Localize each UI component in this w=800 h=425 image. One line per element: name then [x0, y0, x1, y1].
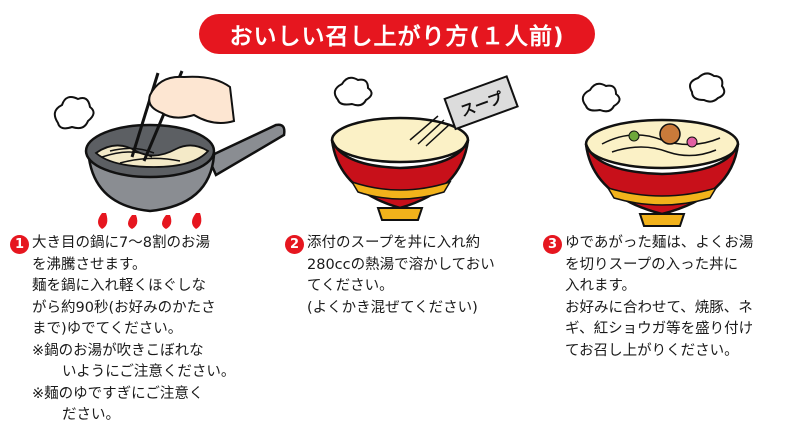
step-line: ※麺のゆですぎにご注意く	[32, 385, 204, 402]
step-line: てください。	[307, 278, 394, 294]
chashu-icon	[659, 123, 681, 145]
step-line: 添付のスープを丼に入れ約	[307, 235, 481, 251]
step-1-text: 大き目の鍋に7～8割のお湯 を沸騰させます。 麺を鍋に入れ軽くほぐしな がら約9…	[32, 233, 235, 425]
steam-icon	[53, 96, 95, 130]
step-number-badge: 1	[10, 235, 29, 254]
steam-icon	[333, 76, 373, 107]
step-line: お好みに合わせて、焼豚、ネ	[565, 299, 753, 316]
illustration-boil-noodles	[40, 65, 290, 230]
step-2-text: 添付のスープを丼に入れ約 280ccの熱湯で溶かしておい てください。 (よくか…	[307, 233, 495, 319]
step-line: ※鍋のお湯が吹きこぼれな	[32, 342, 204, 359]
bowl-soup-illustration: スープ	[330, 75, 519, 221]
step-line: いようにご注意ください。	[62, 364, 236, 380]
step-line: を切りスープの入った丼に	[565, 256, 739, 273]
ramen-bowl-illustration	[581, 72, 740, 227]
step-line: 280ccの熱湯で溶かしておい	[307, 256, 495, 273]
steam-icon	[689, 72, 726, 103]
illustration-prepare-soup: スープ	[318, 70, 528, 230]
steam-icon	[581, 82, 621, 113]
step-line: 大き目の鍋に7～8割のお湯	[32, 235, 210, 251]
illustration-serve-ramen	[572, 72, 752, 232]
page-title: おいしい召し上がり方(１人前)	[229, 24, 565, 50]
step-number-badge: 3	[543, 235, 562, 254]
step-line: を沸騰させます。	[32, 256, 147, 273]
step-line: てお召し上がりください。	[565, 342, 739, 359]
step-line: ゆであがった麺は、よくお湯	[565, 235, 754, 251]
step-line: 麺を鍋に入れ軽くほぐしな	[32, 278, 206, 294]
flame-icon	[98, 213, 108, 229]
pan-illustration	[53, 70, 286, 229]
title-banner: おいしい召し上がり方(１人前)	[199, 14, 595, 54]
step-line: ギ、紅ショウガ等を盛り付け	[565, 321, 754, 337]
step-line: まで)ゆでてください。	[32, 321, 183, 337]
step-3-text: ゆであがった麺は、よくお湯 を切りスープの入った丼に 入れます。 お好みに合わせ…	[565, 233, 753, 362]
step-number-badge: 2	[285, 235, 304, 254]
step-line: がら約90秒(お好みのかたさ	[32, 299, 216, 316]
step-line: (よくかき混ぜてください)	[307, 299, 478, 316]
step-line: 入れます。	[565, 278, 637, 294]
step-line: ださい。	[62, 407, 120, 423]
green-onion-icon	[628, 130, 640, 142]
pickled-ginger-icon	[686, 136, 698, 148]
